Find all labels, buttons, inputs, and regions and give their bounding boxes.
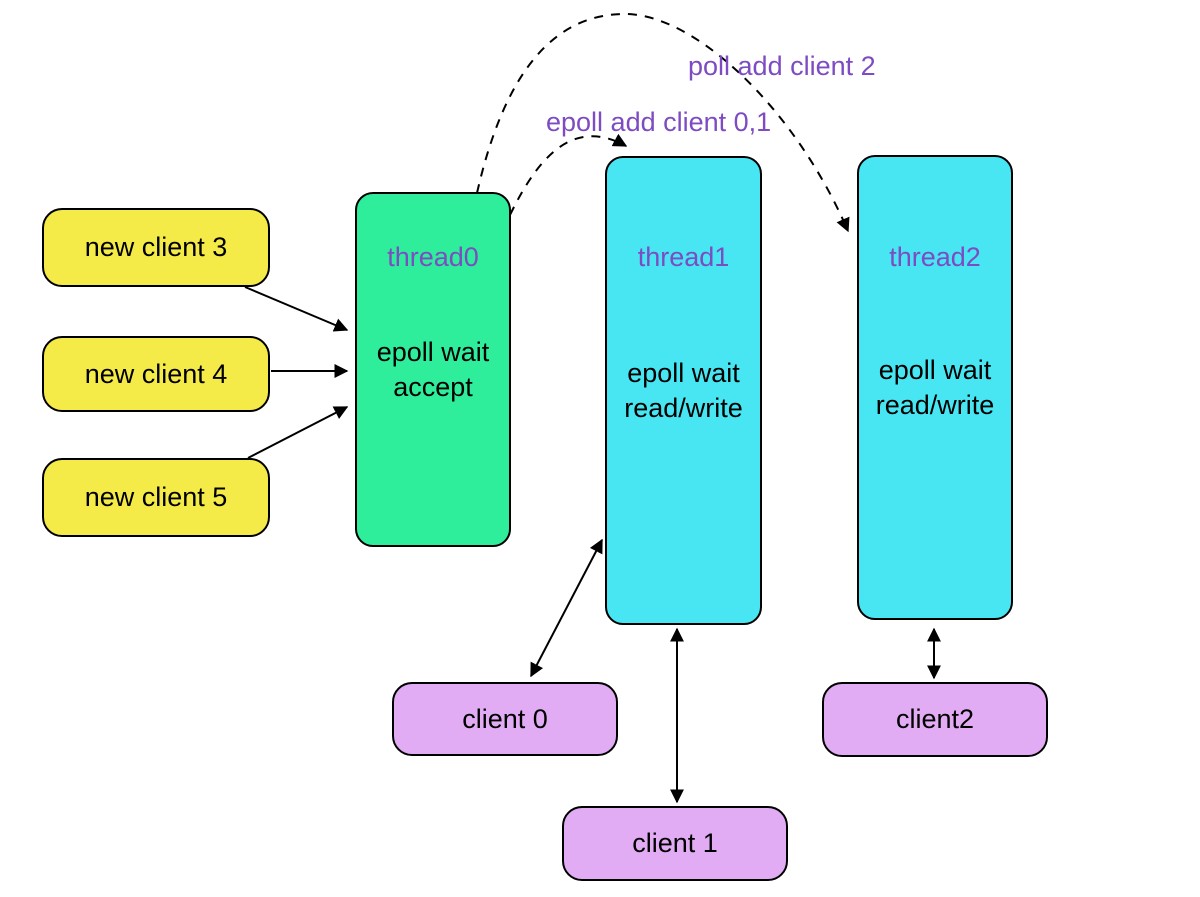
edge-label-poll-add-client-2: poll add client 2 <box>688 51 876 81</box>
dashed-arrow-thread0-to-thread2 <box>476 12 850 233</box>
dashed-arrow-thread0-to-thread1 <box>509 133 628 216</box>
node-thread1-title: thread1 <box>637 242 730 272</box>
node-thread2-title: thread2 <box>889 242 981 272</box>
node-thread0: thread0 epoll wait accept <box>355 192 511 547</box>
node-client-0-label: client 0 <box>462 703 548 734</box>
node-client-2: client2 <box>822 682 1048 757</box>
node-new-client-3-label: new client 3 <box>84 232 228 262</box>
node-new-client-3: new client 3 <box>42 208 270 287</box>
node-client-1: client 1 <box>562 806 788 881</box>
node-thread2-body: epoll wait read/write <box>875 354 995 420</box>
arrow-newclient3-to-thread0 <box>244 286 349 332</box>
node-thread2: thread2 epoll wait read/write <box>857 155 1013 620</box>
node-thread1: thread1 epoll wait read/write <box>605 156 762 625</box>
node-client-1-label: client 1 <box>632 828 718 858</box>
arrow-newclient5-to-thread0 <box>247 406 349 459</box>
node-new-client-5: new client 5 <box>42 458 270 537</box>
node-client-2-label: client2 <box>895 704 975 734</box>
node-thread0-body: epoll wait accept <box>376 336 490 402</box>
node-new-client-4-label: new client 4 <box>84 358 228 389</box>
node-new-client-4: new client 4 <box>42 336 270 412</box>
node-thread0-title: thread0 <box>387 242 479 272</box>
node-client-0: client 0 <box>392 682 618 756</box>
arrow-thread1-client0-bidirectional <box>530 538 603 678</box>
edge-label-epoll-add-client-01: epoll add client 0,1 <box>546 107 772 137</box>
node-new-client-5-label: new client 5 <box>84 482 228 512</box>
node-thread1-body: epoll wait read/write <box>624 357 743 423</box>
